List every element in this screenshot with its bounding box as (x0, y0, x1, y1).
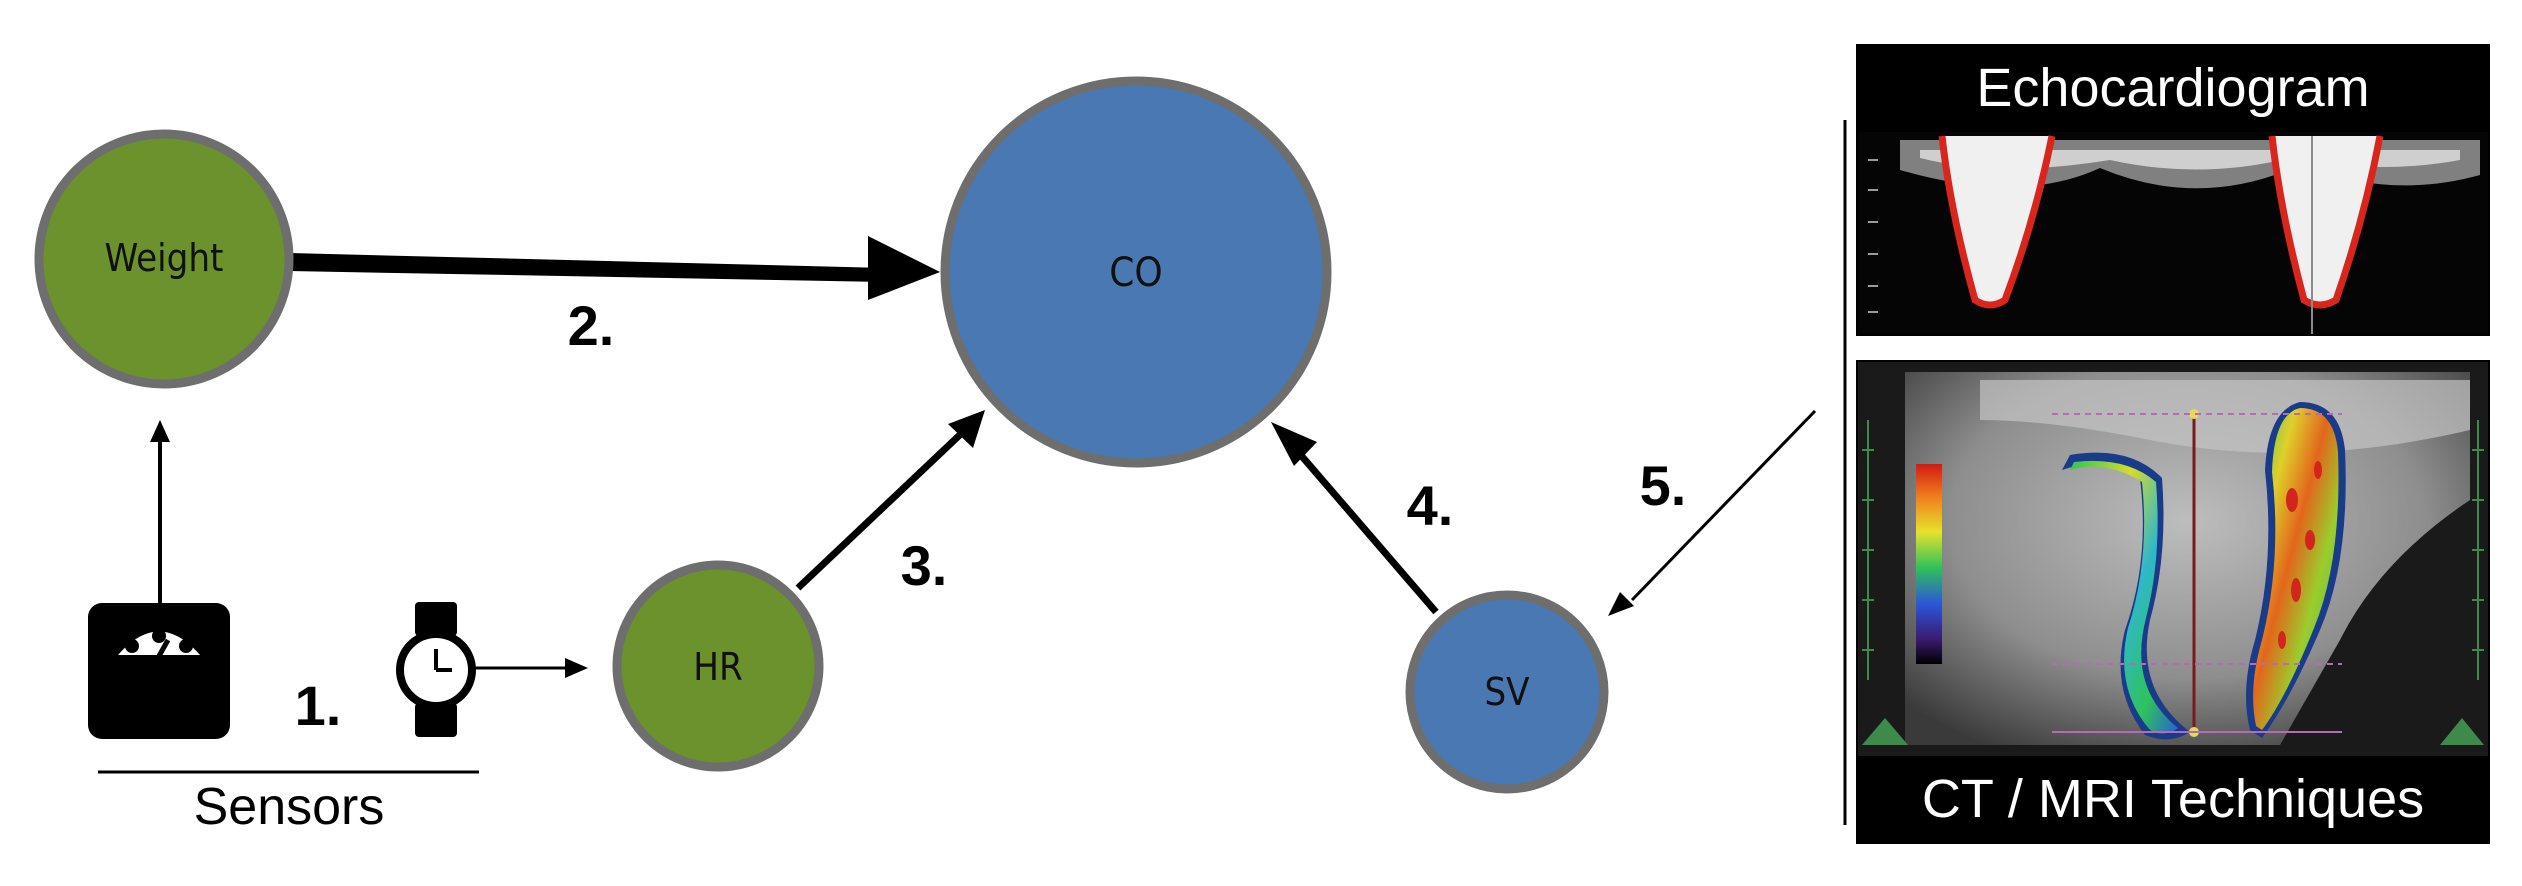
weighing-scale-icon (88, 603, 230, 739)
step-label-5: 5. (1640, 454, 1687, 517)
arrow-sv-to-co (1271, 422, 1439, 615)
step-label-4: 4. (1407, 474, 1454, 537)
node-sv: SV (1405, 590, 1609, 794)
strain-map-image (1858, 362, 2488, 756)
wristwatch-icon (396, 602, 476, 737)
arrow-weight-to-co (289, 236, 940, 300)
step-label-2: 2. (568, 294, 615, 357)
arrow-imaging-to-sv (1608, 409, 1817, 616)
node-weight: Weight (34, 129, 294, 389)
echocardiogram-panel: Echocardiogram (1856, 44, 2490, 336)
node-weight-label: Weight (105, 236, 224, 280)
echo-title: Echocardiogram (1976, 58, 2369, 118)
echo-title-bar (1856, 44, 2490, 130)
node-co-label: CO (1109, 250, 1162, 296)
arrow-scale-to-weight (150, 420, 170, 603)
ct-title-bar (1856, 756, 2490, 844)
node-sv-label: SV (1484, 670, 1530, 714)
ct-title: CT / MRI Techniques (1922, 769, 2424, 829)
sensors-label: Sensors (194, 778, 385, 836)
node-hr-label: HR (693, 645, 742, 689)
step-label-3: 3. (901, 534, 948, 597)
node-hr: HR (612, 560, 824, 772)
doppler-trace (1858, 132, 2488, 334)
arrow-hr-to-co (795, 410, 985, 591)
node-co: CO (940, 76, 1332, 468)
ct-mri-panel: CT / MRI Techniques (1856, 360, 2490, 844)
arrow-watch-to-hr (470, 658, 588, 678)
step-label-1: 1. (295, 674, 342, 737)
